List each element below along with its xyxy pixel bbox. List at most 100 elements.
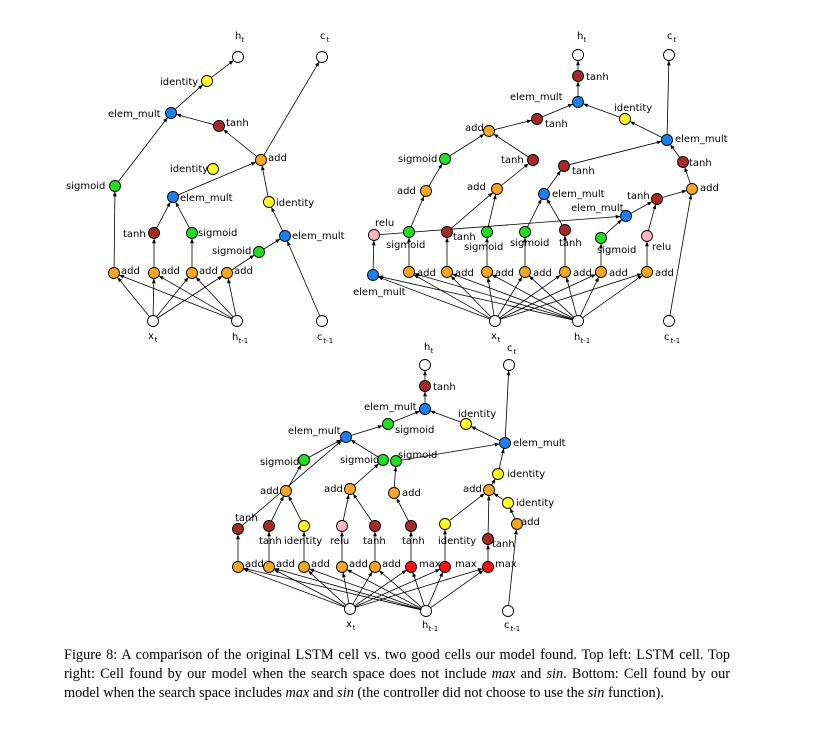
- label-max: max: [455, 559, 477, 570]
- label-add: add: [161, 266, 180, 277]
- edge-sgB-ad3: [487, 194, 497, 227]
- node-add-a4: [221, 267, 233, 279]
- label-c: c: [320, 31, 326, 42]
- edge-ad4-th5: [684, 167, 691, 184]
- node-h-ht1: [231, 315, 243, 327]
- edge-xt-b2: [450, 275, 492, 318]
- edge-id1-em1: [583, 103, 620, 118]
- node-sigmoid-sg3: [377, 454, 389, 466]
- label-tanh: tanh: [453, 232, 476, 243]
- caption-sin-3: sin: [587, 685, 605, 701]
- label-add: add: [700, 183, 719, 194]
- node-tanh-th2: [531, 113, 543, 125]
- edge-xt-b5: [499, 274, 561, 319]
- label-add: add: [276, 559, 295, 570]
- edge-xt-a3: [156, 277, 189, 317]
- edge-th6-ad4: [662, 189, 687, 198]
- node-x-xt: [489, 315, 501, 327]
- edge-em2-ad1: [177, 161, 257, 196]
- edge-ht1-a2: [158, 275, 233, 319]
- label-sigmoid: sigmoid: [260, 457, 299, 468]
- node-max-c6: [405, 561, 417, 573]
- caption-max-2: max: [285, 685, 310, 701]
- node-add-b2: [441, 266, 453, 278]
- edges: [112, 60, 321, 320]
- caption-text-5: (the controller did not choose to use th…: [353, 685, 588, 701]
- label-tanh: tanh: [689, 158, 712, 169]
- edge-ht1-c8: [430, 569, 484, 609]
- label-subscript: t-1: [671, 337, 681, 345]
- edge-ht1-b1: [414, 272, 573, 320]
- edge-sg2-em2: [175, 201, 190, 229]
- edge-ht1-c4: [346, 569, 422, 609]
- node-add-b5: [559, 266, 571, 278]
- label-add: add: [234, 266, 253, 277]
- edge-idA-ad1: [288, 495, 302, 522]
- edge-thA-em2: [241, 440, 343, 526]
- node-tanh-thB: [263, 520, 275, 532]
- label-sigmoid: sigmoid: [510, 238, 549, 249]
- label-identity: identity: [507, 469, 545, 480]
- label-identity: identity: [516, 498, 554, 509]
- label-x: x: [346, 619, 352, 630]
- label-x: x: [148, 331, 154, 342]
- node-identity-idB: [439, 518, 451, 530]
- label-elem-mult: elem_mult: [675, 134, 728, 145]
- node-sigmoid-sg1: [439, 153, 451, 165]
- label-elem-mult: elem_mult: [364, 402, 417, 413]
- node-tanh-th2: [148, 227, 160, 239]
- node-add-ad2: [344, 483, 356, 495]
- label-relu: relu: [652, 242, 671, 253]
- node-add-c5: [369, 561, 381, 573]
- label-subscript: t-1: [324, 337, 334, 345]
- figure-caption: Figure 8: A comparison of the original L…: [64, 646, 730, 703]
- edge-ad1-ct: [263, 61, 320, 156]
- label-h: h: [232, 332, 238, 343]
- node-tanh-thC: [369, 520, 381, 532]
- label-h: h: [424, 342, 430, 353]
- edge-rlA-ad2: [342, 494, 350, 521]
- edge-ht1-c6: [412, 572, 425, 606]
- node-tanh-thE: [482, 533, 494, 545]
- caption-text-4: and: [309, 685, 338, 701]
- node-c-ct1: [316, 315, 328, 327]
- label-add: add: [573, 268, 592, 279]
- label-identity: identity: [438, 536, 476, 547]
- node-add-ad3: [388, 487, 400, 499]
- label-tanh: tanh: [226, 118, 249, 129]
- edge-xt-c2: [273, 569, 346, 607]
- edge-thD-ad3: [396, 497, 409, 522]
- node-c-ct1: [663, 315, 675, 327]
- edge-a4-sg3: [231, 254, 255, 271]
- node-add-a3: [186, 267, 198, 279]
- node-tanh-th3: [527, 154, 539, 166]
- node-identity-id1: [619, 113, 631, 125]
- label-subscript: t-1: [429, 625, 439, 633]
- nodes: [108, 51, 328, 327]
- edge-ct1-ad4: [669, 194, 693, 316]
- label-relu: relu: [375, 218, 394, 229]
- node-add-ad4: [483, 484, 495, 496]
- label-elem-mult: elem_mult: [108, 109, 161, 120]
- label-identity: identity: [614, 103, 652, 114]
- node-add-ad5: [511, 518, 523, 530]
- label-add: add: [417, 268, 436, 279]
- edge-id3-ad1: [261, 165, 269, 197]
- edge-em3-th4: [546, 170, 562, 190]
- node-elem-mult-em2: [340, 431, 352, 443]
- edge-ht1-c7: [427, 571, 444, 607]
- edge-thA-ad3: [450, 192, 494, 229]
- label-identity: identity: [458, 409, 496, 420]
- node-elem-mult-em3: [499, 437, 511, 449]
- label-subscript: t-1: [511, 625, 521, 633]
- node-sigmoid-sg2: [186, 227, 198, 239]
- label-add: add: [121, 266, 140, 277]
- node-add-ad1: [483, 125, 495, 137]
- label-identity: identity: [284, 536, 322, 547]
- node-add-b1: [403, 266, 415, 278]
- node-h-ht: [419, 359, 431, 371]
- label-subscript: t: [431, 347, 434, 355]
- caption-text-2: and: [515, 666, 547, 682]
